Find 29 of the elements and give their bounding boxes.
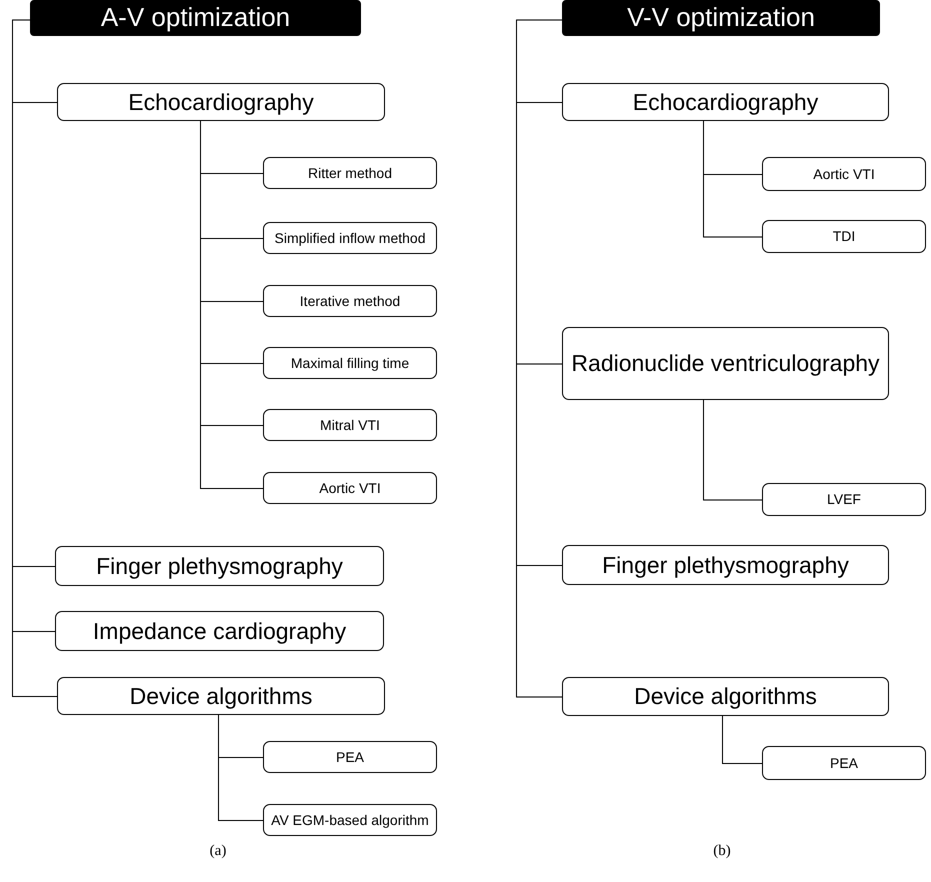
method-box: PEA	[263, 741, 437, 773]
method-box: PEA	[762, 746, 926, 780]
connector-line	[703, 400, 762, 500]
method-box: AV EGM-based algorithm	[263, 804, 437, 836]
method-box: Simplified inflow method	[263, 222, 437, 254]
method-box: Aortic VTI	[762, 157, 926, 191]
method-box: Finger plethysmography	[562, 545, 889, 585]
method-box: Impedance cardiography	[55, 611, 384, 651]
method-box: Echocardiography	[562, 83, 889, 121]
method-box: Finger plethysmography	[55, 546, 384, 586]
method-box: Radionuclide ventriculography	[562, 327, 889, 400]
connector-line	[722, 716, 762, 764]
method-box: TDI	[762, 220, 926, 253]
connector-line	[218, 714, 264, 821]
method-box: Echocardiography	[57, 83, 385, 121]
method-box: Ritter method	[263, 157, 437, 189]
method-box: Iterative method	[263, 285, 437, 317]
method-box: Maximal filling time	[263, 347, 437, 379]
method-box: Mitral VTI	[263, 409, 437, 441]
method-box: LVEF	[762, 483, 926, 516]
method-box: Device algorithms	[562, 677, 889, 716]
method-box: Device algorithms	[57, 677, 385, 715]
connector-line	[516, 20, 562, 698]
panel-caption: (b)	[713, 843, 731, 860]
method-box: Aortic VTI	[263, 472, 437, 504]
title-box: A-V optimization	[30, 0, 361, 36]
connector-line	[703, 120, 762, 238]
panel-caption: (a)	[210, 843, 226, 860]
title-box: V-V optimization	[562, 0, 880, 36]
